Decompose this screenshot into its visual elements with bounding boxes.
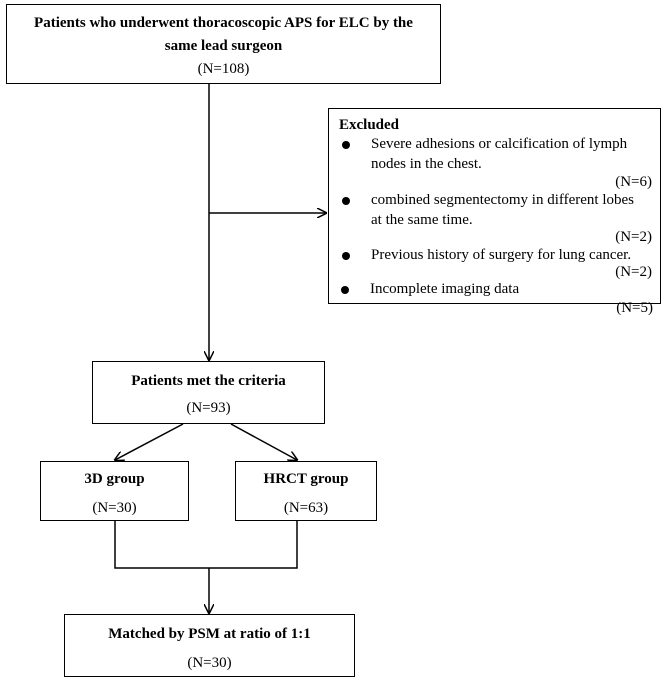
excluded-heading: Excluded <box>339 117 400 133</box>
criteria-count: (N=93) <box>186 400 231 416</box>
criteria-box: Patients met the criteria (N=93) <box>92 361 325 424</box>
group-3d-box: 3D group (N=30) <box>40 461 189 521</box>
group-3d-title: 3D group <box>84 471 145 487</box>
excluded-item-3-count: (N=2) <box>615 264 652 280</box>
group-hrct-box: HRCT group (N=63) <box>235 461 377 521</box>
group-hrct-title: HRCT group <box>263 471 349 487</box>
top-box: Patients who underwent thoracoscopic APS… <box>6 4 441 84</box>
excluded-item-2-line1: combined segmentectomy in different lobe… <box>371 192 634 208</box>
excluded-item-2-line2: at the same time. <box>371 212 473 228</box>
excluded-item-1-line2: nodes in the chest. <box>371 156 482 172</box>
bullet-icon <box>342 197 350 205</box>
group-3d-count: (N=30) <box>92 500 137 516</box>
bullet-icon <box>341 286 349 294</box>
bullet-icon <box>342 252 350 260</box>
matched-count: (N=30) <box>187 655 232 671</box>
excluded-item-3-line1: Previous history of surgery for lung can… <box>371 247 632 263</box>
excluded-box: Excluded Severe adhesions or calcificati… <box>328 108 661 304</box>
top-box-title-line1: Patients who underwent thoracoscopic APS… <box>34 15 413 31</box>
excluded-item-1-line1: Severe adhesions or calcification of lym… <box>371 136 628 152</box>
excluded-item-4-count-visible: (N=5) <box>616 300 653 316</box>
excluded-item-2-count: (N=2) <box>615 229 652 245</box>
top-box-title-line2: same lead surgeon <box>164 38 283 54</box>
arrow-criteria-to-hrct <box>230 423 297 460</box>
excluded-item-1-count: (N=6) <box>615 174 652 190</box>
group-hrct-count: (N=63) <box>283 500 329 516</box>
matched-box: Matched by PSM at ratio of 1:1 (N=30) <box>64 614 355 677</box>
merge-connector <box>114 521 298 569</box>
criteria-title: Patients met the criteria <box>131 373 286 389</box>
top-box-count: (N=108) <box>197 61 250 77</box>
arrow-criteria-to-3d <box>115 423 184 460</box>
excluded-item-4-line1: Incomplete imaging data <box>370 281 520 297</box>
bullet-icon <box>342 141 350 149</box>
matched-title: Matched by PSM at ratio of 1:1 <box>108 626 311 642</box>
